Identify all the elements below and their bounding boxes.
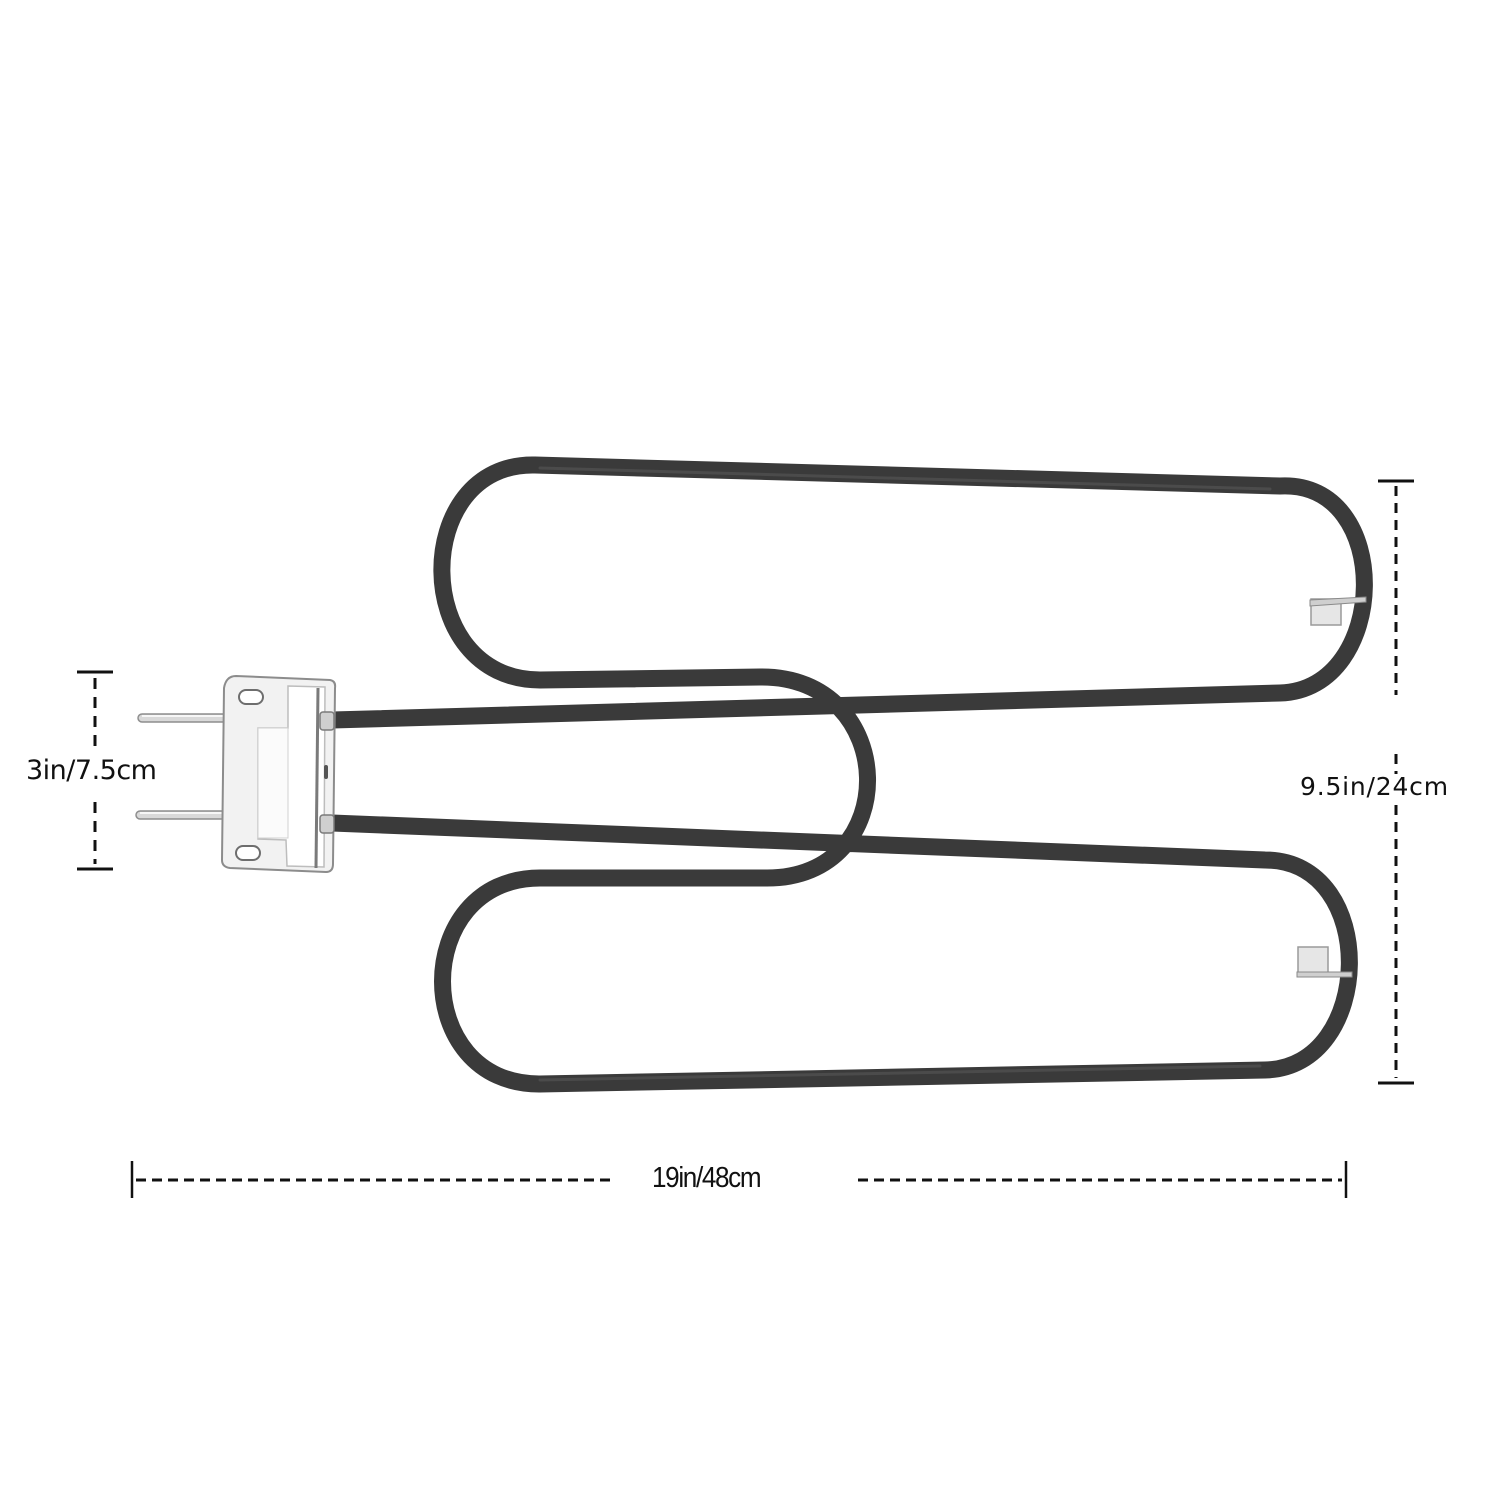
dimension-total-width (130, 1161, 1348, 1198)
dimension-plug-height (77, 670, 113, 871)
tube-sheen (538, 466, 1272, 1082)
terminal-pins (135, 713, 229, 820)
terminal-pin-top (137, 713, 229, 723)
dimension-total-height (1378, 479, 1414, 1085)
upper-support-clip (1309, 596, 1367, 626)
total-width-label: 19in/48cm (652, 1162, 762, 1194)
terminal-bracket (220, 674, 337, 874)
lower-support-clip (1296, 946, 1353, 978)
heating-element (323, 456, 1373, 1093)
terminal-pin-bottom (135, 810, 229, 820)
plug-height-label: 3in/7.5cm (26, 755, 157, 786)
upper-loop (323, 456, 1373, 1093)
total-height-label: 9.5in/24cm (1300, 772, 1449, 801)
